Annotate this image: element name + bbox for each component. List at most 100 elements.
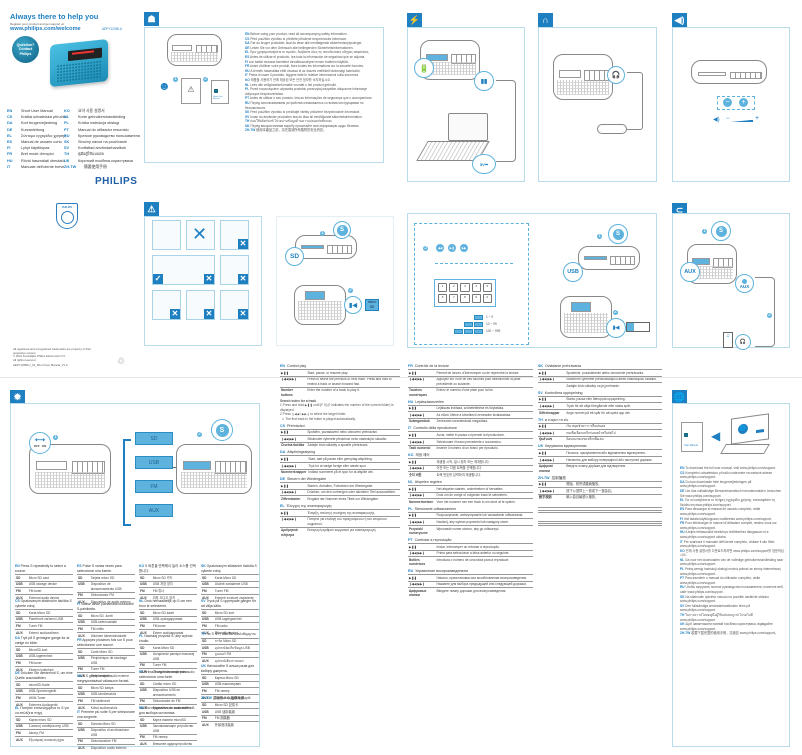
play-pause-button[interactable]: ▶❚ — [448, 244, 456, 252]
sd-card-panel: 1 S SD 2 ▮◀ micro SD — [276, 216, 394, 346]
read-safety-panel: ☻ 1 ⚠ 2 Short User Manual EN Before usin… — [144, 27, 384, 163]
radio-illustration — [553, 54, 613, 100]
step-2-dot: 2 — [197, 431, 202, 437]
step-1-dot: 1 — [320, 230, 325, 236]
usb-port-zoom: ▮▮ — [474, 71, 494, 91]
headphone-panel: 🎧 — [538, 27, 657, 182]
safety-no-battery: ✕ — [186, 220, 215, 250]
step-2-dot: 2 — [348, 287, 353, 293]
badge-line-2: Contact — [18, 47, 33, 52]
step-2-dot: 2 — [767, 312, 772, 318]
safety-leaflet-image: ⚠ — [181, 78, 201, 104]
aux-cable — [755, 277, 775, 347]
number-key-9[interactable]: 9 — [471, 294, 481, 303]
laptop-base — [720, 444, 770, 454]
volume-up-button[interactable]: + — [739, 98, 748, 107]
prohibited-icon: ✕ — [238, 274, 248, 284]
download-manual-panel: User Manual ◀ 🌐 EN To download the full … — [672, 403, 790, 747]
safety-no-heat: ✕ — [220, 220, 249, 250]
number-key-8[interactable]: 8 — [460, 294, 470, 303]
read-manual-tag-icon: ☗ — [144, 12, 159, 26]
volume-down-button[interactable]: − — [723, 98, 732, 107]
radio-top-illustration — [691, 60, 767, 84]
cover-headline: Always there to help you — [10, 12, 99, 21]
radio-side-illustration — [560, 296, 612, 338]
usb-mode-label: USB — [563, 262, 583, 282]
number-keypad: 1 2 3 4 5 6 7 8 9 0 — [434, 279, 496, 307]
download-notes: EN To download the full user manual, vis… — [680, 466, 784, 636]
source-table-el: EL Πατήστε επανειλημμένα το S για να επι… — [15, 706, 73, 743]
volume-buttons-callout — [717, 96, 755, 110]
source-button-zoom[interactable]: S — [608, 224, 628, 244]
mode-fm: FM — [135, 480, 173, 493]
number-key-5[interactable]: 5 — [482, 283, 492, 292]
number-key-6[interactable]: 6 — [438, 294, 448, 303]
safety-no-dust: ✕ — [220, 255, 249, 285]
prev-button[interactable]: ◀◀ — [436, 244, 444, 252]
volume-plus-label: + — [755, 115, 760, 122]
number-key-2[interactable]: 2 — [449, 283, 459, 292]
source-button-zoom[interactable]: S — [333, 221, 351, 239]
safety-no-rain: ✕ — [152, 290, 181, 320]
model-number: AEPY120BLU — [102, 27, 123, 31]
radio-front-illustration — [176, 444, 252, 494]
step-1-dot: 1 — [53, 434, 58, 440]
mode-usb: USB — [135, 456, 173, 469]
globe-cursor-icon: 🌐 — [738, 423, 748, 435]
source-button-zoom[interactable]: S — [711, 221, 731, 241]
prohibited-icon: ✕ — [170, 309, 180, 319]
micro-sd-card: micro SD — [365, 299, 379, 311]
aux-mode-label: AUX — [680, 262, 700, 282]
number-key-4[interactable]: 4 — [471, 283, 481, 292]
headphone-tag-icon: ∩ — [538, 13, 553, 27]
radio-top-illustration — [295, 235, 357, 259]
source-table-ru: RU Последовательно нажимайте S для выбор… — [139, 706, 197, 747]
volume-panel: − + ◀) − + — [672, 27, 790, 182]
cover-register-line: Register your product and get support at — [10, 22, 64, 26]
prohibited-icon: ✕ — [204, 274, 214, 284]
aux-panel: 1 S AUX AUX 2 ♫ 🎧 — [672, 213, 790, 350]
step-1-dot: 1 — [702, 228, 707, 234]
safety-no-liquid: ✕ — [186, 290, 215, 320]
number-key-7[interactable]: 7 — [449, 294, 459, 303]
sd-mode-label: SD — [285, 247, 304, 266]
radio-side-illustration — [294, 285, 346, 325]
source-table-fi: FI Valitse lähde painamalla toistuvasti … — [77, 602, 135, 639]
headphone-cable — [627, 72, 643, 130]
cover-url[interactable]: www.philips.com/welcome — [10, 26, 81, 32]
number-key-3[interactable]: 3 — [460, 283, 470, 292]
laptop-usb-zoom: 5V⎓ — [472, 154, 496, 174]
allowed-icon: ✓ — [153, 274, 163, 284]
source-table-es: ES Pulse S varias veces para seleccionar… — [77, 564, 135, 605]
warning-tag-icon: ⚠ — [144, 202, 159, 216]
document-id: AEPY120BLU_10_Short User Manual_V1.0 — [13, 363, 68, 368]
source-table-uk: UK Натискайте S кілька разів для вибору … — [201, 664, 259, 701]
speaker-icon: ◀) — [713, 117, 720, 123]
source-table-da: DA Tryk på S gentagne gange for at vælge… — [15, 636, 73, 673]
prohibited-icon: ✕ — [238, 239, 248, 249]
number-key-0[interactable]: 0 — [482, 294, 492, 303]
earphones-icon — [597, 124, 627, 134]
next-button[interactable]: ▶▶ — [460, 244, 468, 252]
prohibited-icon: ✕ — [204, 309, 214, 319]
step-2-dot: 2 — [613, 309, 618, 315]
radio-illustration — [167, 34, 222, 66]
volume-tag-icon: ◀) — [672, 13, 687, 27]
contact-philips-badge: Question? Contact Philips — [12, 36, 39, 63]
source-table-cs: CS Opakovaným stisknutím tlačítka S vybe… — [15, 599, 73, 636]
product-radio-image — [50, 38, 108, 88]
power-tag-icon: ✹ — [10, 390, 25, 404]
number-key-1[interactable]: 1 — [438, 283, 448, 292]
safety-clean-dry-cloth: ✓✕ — [152, 255, 215, 285]
source-table-hu: HU A S gomb ismételt megnyomásával válas… — [77, 674, 135, 711]
source-table-pt: PT Prima S repetidamente para selecciona… — [139, 670, 197, 711]
source-table-it: IT Premere più volte S per selezionare u… — [77, 710, 135, 751]
source-button-zoom[interactable]: S — [211, 419, 233, 441]
short-manual-image: Short User Manual — [211, 80, 229, 104]
